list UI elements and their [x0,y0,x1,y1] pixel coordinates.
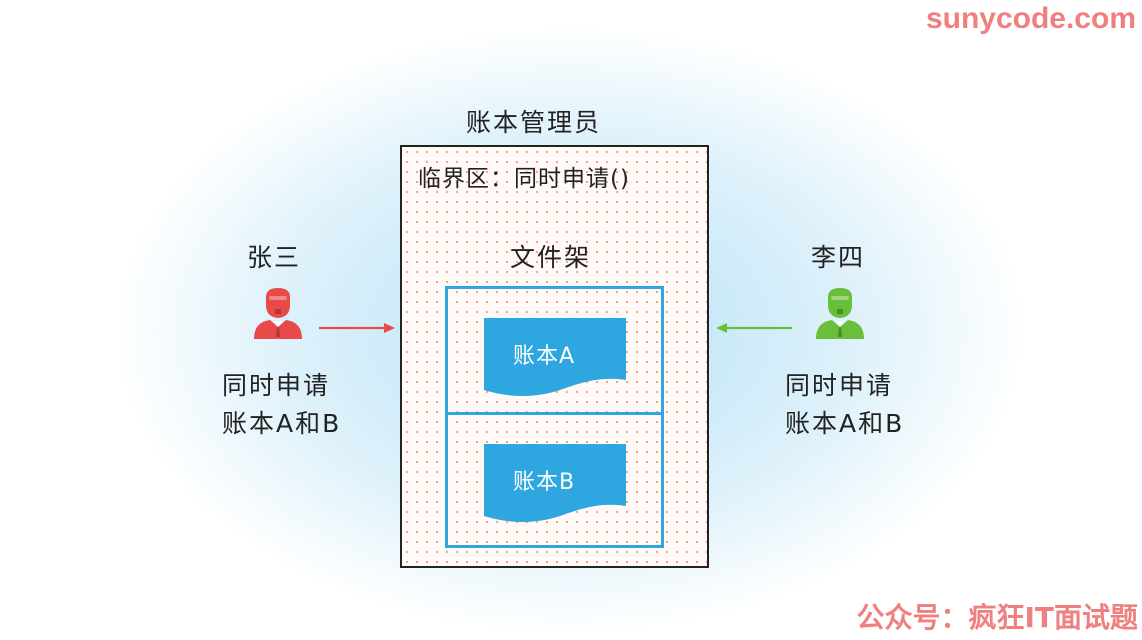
person-green-icon [816,288,864,339]
ledger-a-document [484,318,626,396]
shelf-title: 文件架 [510,243,592,272]
right-request-arrow [716,323,792,333]
ledger-b-document [484,444,626,522]
shelf-divider [445,412,664,415]
ledger-b-label: 账本B [513,470,576,495]
left-request-arrow [319,323,395,333]
left-person-name: 张三 [247,243,302,272]
critical-section-label: 临界区：同时申请() [418,166,630,192]
site-watermark: sunycode.com [925,2,1136,35]
ledger-a-label: 账本A [513,344,576,369]
left-request-line2: 账本A和B [222,409,342,438]
right-request-line2: 账本A和B [785,409,905,438]
left-request-line1: 同时申请 [222,371,331,400]
right-request-line1: 同时申请 [785,371,894,400]
person-red-icon [254,288,302,339]
right-person-name: 李四 [811,243,866,272]
file-shelf [445,286,664,548]
account-watermark: 公众号：疯狂IT面试题 [856,601,1138,634]
manager-title: 账本管理员 [466,108,602,137]
